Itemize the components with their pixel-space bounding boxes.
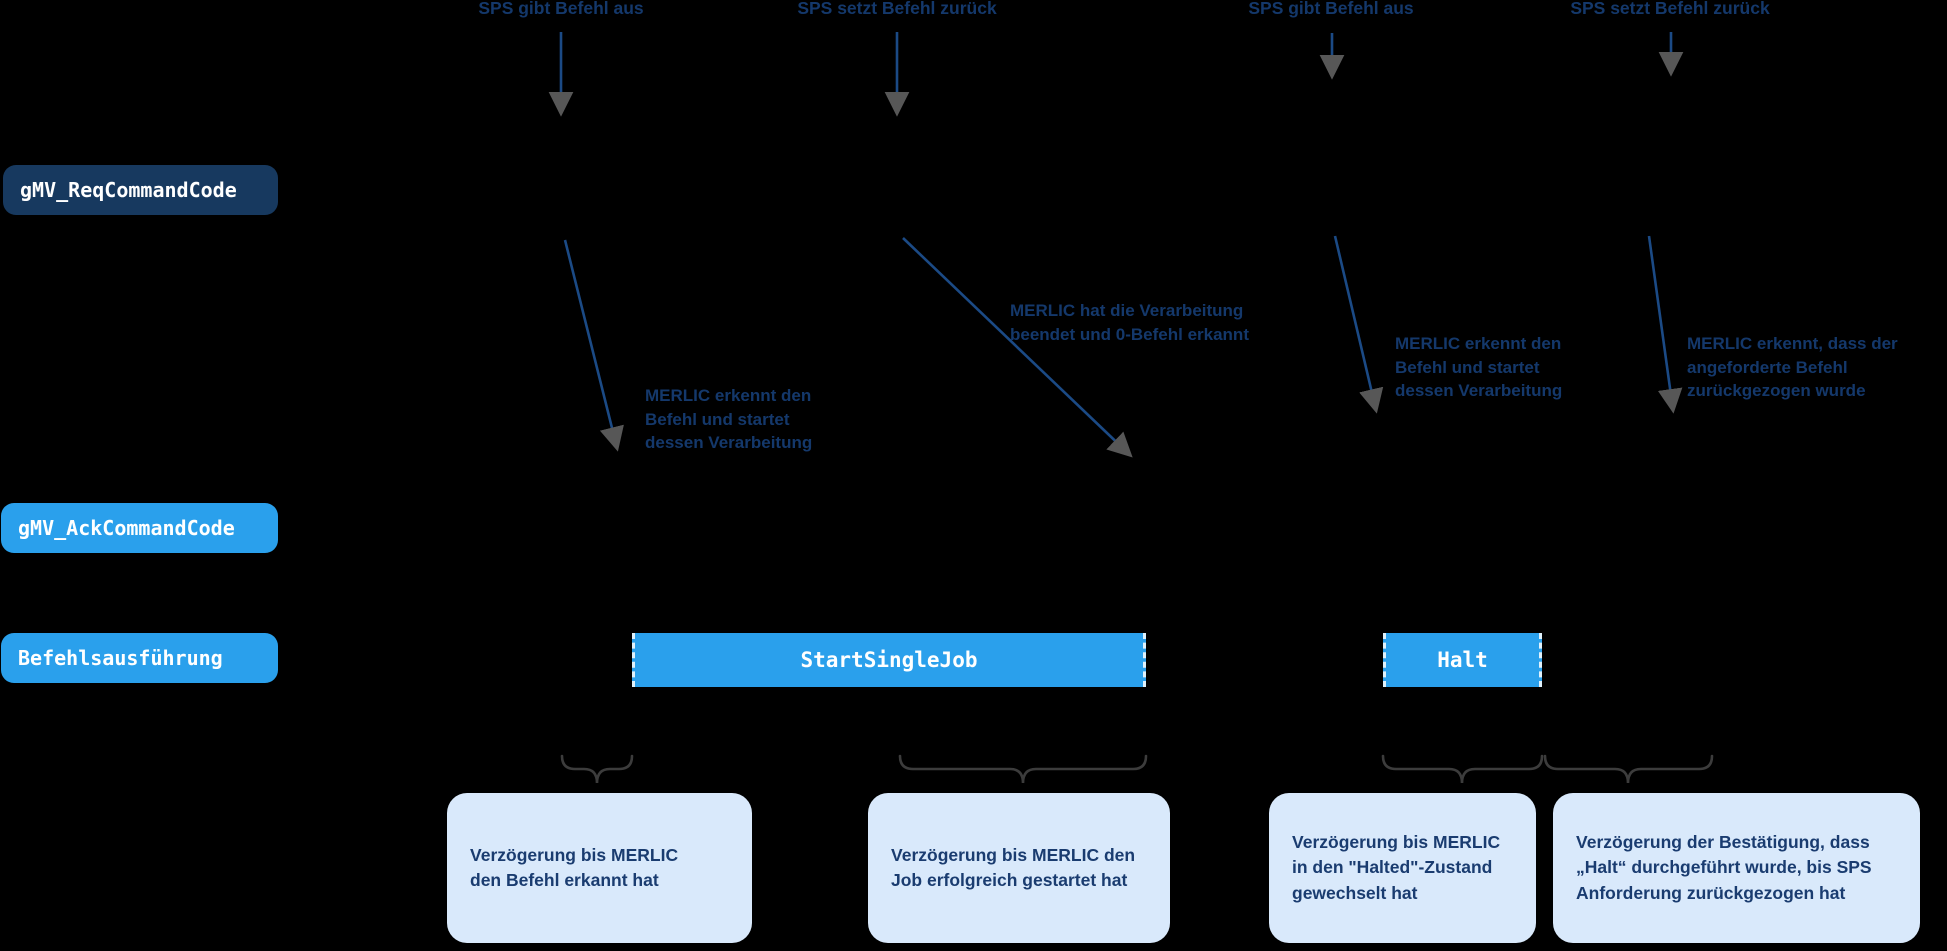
callout-line: Job erfolgreich gestartet hat: [891, 870, 1128, 890]
callout-delay-command-recognized: Verzögerung bis MERLIC den Befehl erkann…: [447, 793, 752, 943]
callout-line: Verzögerung bis MERLIC den: [891, 844, 1136, 865]
row-badge-befehlsausfuehrung: Befehlsausführung: [1, 633, 278, 683]
command-bar-start-single-job: StartSingleJob: [632, 633, 1146, 687]
callout-delay-halted-state: Verzögerung bis MERLIC in den "Halted"-Z…: [1269, 793, 1536, 943]
annotation-line: MERLIC hat die Verarbeitung: [1010, 301, 1244, 320]
sps-event-label-3: SPS gibt Befehl aus: [1248, 0, 1414, 18]
callout-line: gewechselt hat: [1292, 882, 1418, 903]
ack-arrow-4-icon: [1647, 235, 1683, 414]
sps-event-label-2: SPS setzt Befehl zurück: [797, 0, 997, 18]
annotation-merlic-erkennt-1: MERLIC erkennt den Befehl und startet de…: [645, 384, 812, 455]
sps-event-label-4: SPS setzt Befehl zurück: [1570, 0, 1770, 18]
annotation-line: beendet und 0-Befehl erkannt: [1010, 324, 1249, 344]
callout-delay-job-started: Verzögerung bis MERLIC den Job erfolgrei…: [868, 793, 1170, 943]
callout-delay-halt-confirmation: Verzögerung der Bestätigung, dass „Halt“…: [1553, 793, 1920, 943]
annotation-line: Befehl und startet: [645, 409, 790, 429]
annotation-merlic-zurueckgezogen: MERLIC erkennt, dass der angeforderte Be…: [1687, 332, 1898, 403]
brace-3-icon: [1381, 754, 1544, 784]
callout-line: in den "Halted"-Zustand: [1292, 857, 1493, 878]
annotation-line: MERLIC erkennt den: [1395, 334, 1562, 353]
row-badge-ack-command-code: gMV_AckCommandCode: [1, 503, 278, 553]
sps-event-label-1: SPS gibt Befehl aus: [478, 0, 644, 18]
brace-4-icon: [1543, 754, 1714, 784]
annotation-line: Befehl und startet: [1395, 357, 1540, 377]
callout-line: den Befehl erkannt hat: [470, 870, 659, 890]
annotation-line: angeforderte Befehl: [1687, 357, 1848, 377]
annotation-line: dessen Verarbeitung: [1395, 381, 1563, 400]
ack-arrow-2-icon: [902, 237, 1133, 458]
callout-line: „Halt“ durchgeführt wurde, bis SPS: [1576, 857, 1872, 878]
annotation-line: zurückgezogen wurde: [1687, 381, 1866, 400]
annotation-merlic-erkennt-2: MERLIC erkennt den Befehl und startet de…: [1395, 332, 1562, 403]
ack-arrow-1-icon: [563, 239, 624, 452]
brace-1-icon: [560, 754, 634, 784]
command-bar-halt: Halt: [1383, 633, 1542, 687]
annotation-line: MERLIC erkennt den: [645, 386, 812, 405]
row-badge-req-command-code: gMV_ReqCommandCode: [3, 165, 278, 215]
ack-arrow-3-icon: [1333, 235, 1384, 414]
annotation-line: dessen Verarbeitung: [645, 433, 813, 452]
annotation-line: MERLIC erkennt, dass der: [1687, 334, 1898, 353]
callout-line: Verzögerung bis MERLIC: [1292, 831, 1501, 852]
callout-line: Anforderung zurückgezogen hat: [1576, 882, 1846, 903]
callout-line: Verzögerung bis MERLIC: [470, 844, 679, 865]
brace-2-icon: [898, 754, 1148, 784]
callout-line: Verzögerung der Bestätigung, dass: [1576, 831, 1870, 852]
annotation-merlic-beendet: MERLIC hat die Verarbeitung beendet und …: [1010, 299, 1249, 346]
